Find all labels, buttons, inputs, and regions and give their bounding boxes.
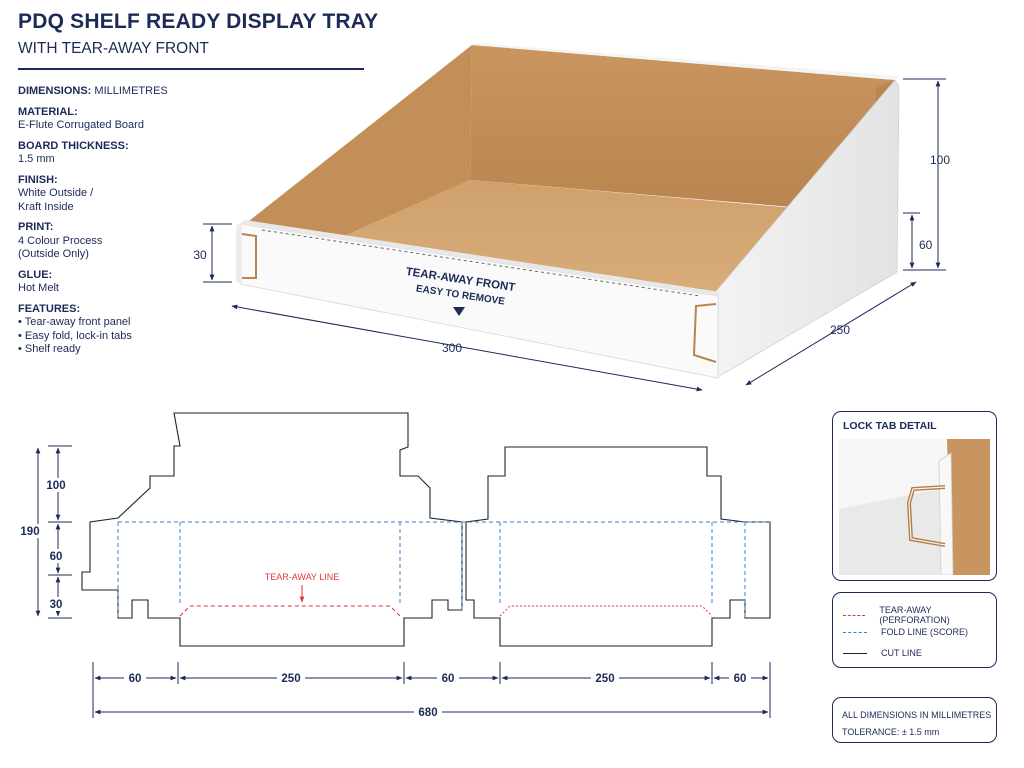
- lock-tab-illustration: [839, 439, 990, 575]
- spec-print: PRINT: 4 Colour Process (Outside Only): [18, 221, 218, 262]
- dieline: TEAR-AWAY LINE: [81, 412, 771, 647]
- tray-back-rim: [472, 43, 899, 80]
- spec-features-label: FEATURES:: [18, 302, 81, 315]
- dieline-dimensions: [35, 445, 771, 718]
- spec-list: DIMENSIONS: MILLIMETRES MATERIAL: E-Flut…: [18, 85, 218, 364]
- spec-glue-label: GLUE:: [18, 268, 53, 281]
- spec-thickness-value: 1.5 mm: [18, 153, 55, 165]
- feature-item: Tear-away front panel: [18, 316, 218, 330]
- spec-dimensions: DIMENSIONS: MILLIMETRES: [18, 85, 218, 99]
- dieline-tear-line-left: [179, 605, 401, 617]
- spec-finish-label: FINISH:: [18, 173, 58, 186]
- lock-tab-panel: LOCK TAB DETAIL: [832, 411, 997, 581]
- dim-dieline-bottom: 30: [50, 599, 63, 611]
- spec-features: FEATURES: Tear-away front panel Easy fol…: [18, 303, 218, 357]
- dim-h-4: 250: [595, 673, 614, 685]
- spec-print-label: PRINT:: [18, 221, 54, 233]
- spec-dimensions-value: MILLIMETRES: [94, 85, 168, 97]
- legend-tear-label: TEAR-AWAY (PERFORATION): [879, 605, 950, 625]
- spec-print-value: 4 Colour Process (Outside Only): [18, 234, 103, 261]
- dim-h-5: 60: [734, 673, 747, 685]
- spec-finish: FINISH: White Outside / Kraft Inside: [18, 174, 218, 215]
- spec-material-value: E-Flute Corrugated Board: [18, 119, 144, 131]
- fold-line-swatch: [843, 631, 867, 633]
- spec-dimensions-label: DIMENSIONS:: [18, 85, 92, 97]
- dieline-cut-line: [81, 412, 463, 647]
- tear-away-line-label: TEAR-AWAY LINE: [265, 572, 340, 582]
- tray-floor: [340, 180, 795, 296]
- spec-glue: GLUE: Hot Melt: [18, 269, 218, 296]
- dim-h-3: 60: [442, 673, 455, 685]
- dim-h-2: 250: [281, 673, 300, 685]
- legend-row-cut: CUT LINE: [843, 648, 922, 658]
- dieline-fold-lines: [117, 521, 770, 618]
- legend-row-fold: FOLD LINE (SCORE): [843, 627, 968, 637]
- legend-cut-label: CUT LINE: [881, 648, 922, 658]
- tray-illustration: TEAR-AWAY FRONT EASY TO REMOVE: [236, 43, 900, 379]
- spec-thickness: BOARD THICKNESS: 1.5 mm: [18, 140, 218, 167]
- spec-material: MATERIAL: E-Flute Corrugated Board: [18, 106, 218, 133]
- dieline-tear-line-right: [499, 605, 713, 617]
- dim-dieline-top: 100: [46, 480, 65, 492]
- legend-fold-label: FOLD LINE (SCORE): [881, 627, 969, 637]
- tray-left-edge: [236, 222, 242, 284]
- cut-line-swatch: [843, 652, 867, 654]
- spec-thickness-label: BOARD THICKNESS:: [18, 139, 129, 152]
- dim-total-width: 680: [418, 707, 437, 719]
- page-title: PDQ SHELF READY DISPLAY TRAY: [18, 10, 379, 33]
- dim-tray-depth: 250: [830, 323, 850, 337]
- spec-material-label: MATERIAL:: [18, 105, 78, 118]
- dim-tray-width: 300: [442, 341, 462, 355]
- dim-dieline-mid: 60: [50, 551, 63, 563]
- notes-panel: ALL DIMENSIONS IN MILLIMETRES TOLERANCE:…: [832, 697, 997, 743]
- tray-perforation: [261, 229, 701, 297]
- dim-back-height: 100: [930, 153, 950, 167]
- feature-item: Shelf ready: [18, 343, 218, 357]
- tray-dimensions: [203, 78, 946, 392]
- dim-front-height: 30: [193, 248, 207, 262]
- dim-dieline-total-height: 190: [20, 526, 39, 538]
- tray-front-rim: [240, 220, 720, 296]
- notes-line-2: TOLERANCE: ± 1.5 mm: [842, 727, 940, 737]
- line-legend: TEAR-AWAY (PERFORATION) FOLD LINE (SCORE…: [832, 592, 997, 668]
- tear-line-swatch: [843, 614, 866, 616]
- spec-glue-value: Hot Melt: [18, 282, 59, 294]
- dim-side-height: 60: [919, 238, 933, 252]
- feature-list: Tear-away front panel Easy fold, lock-in…: [18, 316, 218, 357]
- tray-back-wall: [470, 45, 895, 215]
- title-divider: [18, 68, 364, 70]
- tray-lock-tab-left: [241, 233, 257, 279]
- spec-finish-value: White Outside / Kraft Inside: [18, 187, 94, 213]
- lock-tab-title: LOCK TAB DETAIL: [843, 420, 937, 432]
- feature-item: Easy fold, lock-in tabs: [18, 330, 218, 344]
- page-subtitle: WITH TEAR-AWAY FRONT: [18, 40, 209, 57]
- notes-line-1: ALL DIMENSIONS IN MILLIMETRES: [842, 710, 992, 720]
- legend-row-tear: TEAR-AWAY (PERFORATION): [843, 605, 996, 625]
- tray-left-wall: [240, 45, 472, 238]
- dim-h-1: 60: [129, 673, 142, 685]
- dieline-cut-line-right: [465, 446, 771, 647]
